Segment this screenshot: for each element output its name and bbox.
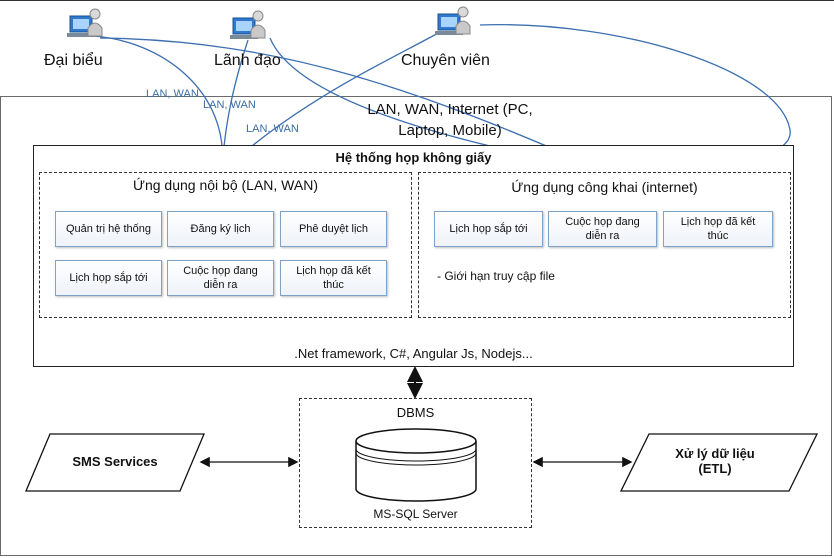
sms-services-label: SMS Services: [72, 454, 158, 469]
link-daibieu-internal: [91, 35, 228, 173]
etl-label: Xử lý dữ liệu (ETL): [640, 446, 790, 476]
module-system-admin[interactable]: Quản trị hệ thống: [55, 211, 162, 247]
user-computer-icon: [435, 6, 471, 35]
module-public-upcoming[interactable]: Lịch họp sắp tới: [434, 211, 543, 247]
link-daibieu-public: [99, 37, 605, 172]
module-label: Lịch họp sắp tới: [69, 272, 148, 284]
tech-stack-label: .Net framework, C#, Angular Js, Nodejs..…: [294, 346, 533, 361]
module-label: Lịch họp đã kết: [296, 265, 371, 277]
user-label-lanhdao: Lãnh đạo: [214, 52, 281, 69]
module-ongoing-meetings[interactable]: Cuộc họp đang diễn ra: [167, 260, 274, 296]
module-label: diễn ra: [585, 230, 620, 242]
internal-app-title: Ứng dụng nội bộ (LAN, WAN): [133, 177, 318, 193]
lan-wan-label: LAN, WAN: [146, 88, 199, 100]
etl-shape: [619, 433, 819, 492]
network-main-label: LAN, WAN, Internet (PC, Laptop, Mobile): [340, 99, 560, 141]
module-label: Cuộc họp đang: [183, 265, 258, 277]
module-label: Phê duyệt lịch: [298, 223, 369, 235]
module-label: Quản trị hệ thống: [65, 223, 151, 235]
sms-services-shape: [25, 433, 205, 492]
lan-wan-label: LAN, WAN: [246, 123, 299, 135]
network-main-line1: LAN, WAN, Internet (PC,: [367, 101, 533, 118]
module-schedule-register[interactable]: Đăng ký lịch: [167, 211, 274, 247]
dbms-title: DBMS: [396, 405, 435, 420]
system-title: Hệ thống họp không giấy: [335, 150, 492, 165]
network-main-line2: Laptop, Mobile): [398, 122, 502, 139]
dbms-box: DBMS MS-SQL Server: [299, 398, 532, 528]
top-border-line: [0, 0, 834, 1]
module-label: thúc: [323, 279, 344, 291]
user-computer-icon: [67, 8, 103, 37]
module-public-ongoing[interactable]: Cuộc họp đang diễn ra: [548, 211, 657, 247]
module-label: Cuộc họp đang: [565, 216, 640, 228]
database-label: MS-SQL Server: [373, 507, 458, 521]
internal-app-box: Ứng dụng nội bộ (LAN, WAN) Quản trị hệ t…: [39, 172, 412, 318]
module-public-finished[interactable]: Lịch họp đã kết thúc: [663, 211, 773, 247]
link-chuyenvien-internal: [222, 31, 441, 172]
module-schedule-approve[interactable]: Phê duyệt lịch: [280, 211, 387, 247]
module-label: diễn ra: [203, 279, 238, 291]
module-upcoming-meetings[interactable]: Lịch họp sắp tới: [55, 260, 162, 296]
user-label-chuyenvien: Chuyên viên: [401, 52, 490, 69]
etl-label-line1: Xử lý dữ liệu: [675, 446, 755, 461]
network-zone-frame: [0, 96, 832, 556]
module-label: Đăng ký lịch: [190, 223, 251, 235]
public-app-box: Ứng dụng công khai (internet) Lịch họp s…: [418, 172, 791, 318]
database-cylinder-icon: [355, 428, 477, 502]
module-finished-meetings[interactable]: Lịch họp đã kết thúc: [280, 260, 387, 296]
public-app-title: Ứng dụng công khai (internet): [511, 179, 698, 195]
paperless-system-box: Hệ thống họp không giấy Ứng dụng nội bộ …: [33, 145, 794, 367]
file-access-note: - Giới hạn truy cập file: [437, 269, 555, 283]
module-label: Lịch họp đã kết: [680, 216, 756, 228]
module-label: thúc: [707, 230, 729, 242]
user-label-daibieu: Đại biểu: [44, 52, 103, 69]
user-computer-icon: [230, 10, 266, 39]
module-label: Lịch họp sắp tới: [449, 223, 528, 235]
etl-label-line2: (ETL): [698, 461, 732, 476]
lan-wan-label: LAN, WAN: [203, 99, 256, 111]
